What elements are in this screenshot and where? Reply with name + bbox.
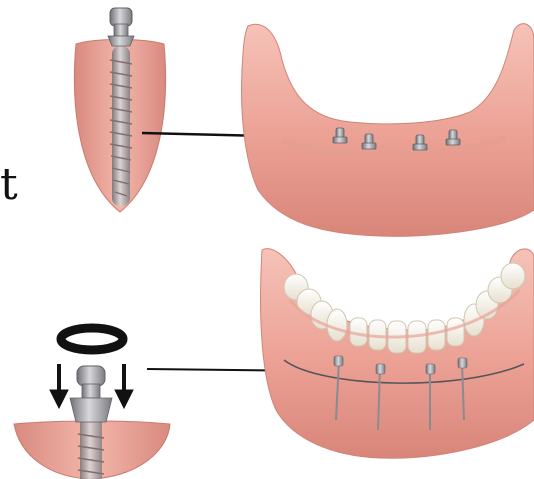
lower-jaw-top [242,24,534,237]
jaw-arch-top [242,24,534,237]
implant-section-top [74,8,165,212]
overdenture [261,249,534,459]
abutment-head-bottom [77,366,105,386]
o-ring [61,328,123,350]
implant-with-o-ring [14,328,170,479]
abutment-head-top [110,8,132,26]
